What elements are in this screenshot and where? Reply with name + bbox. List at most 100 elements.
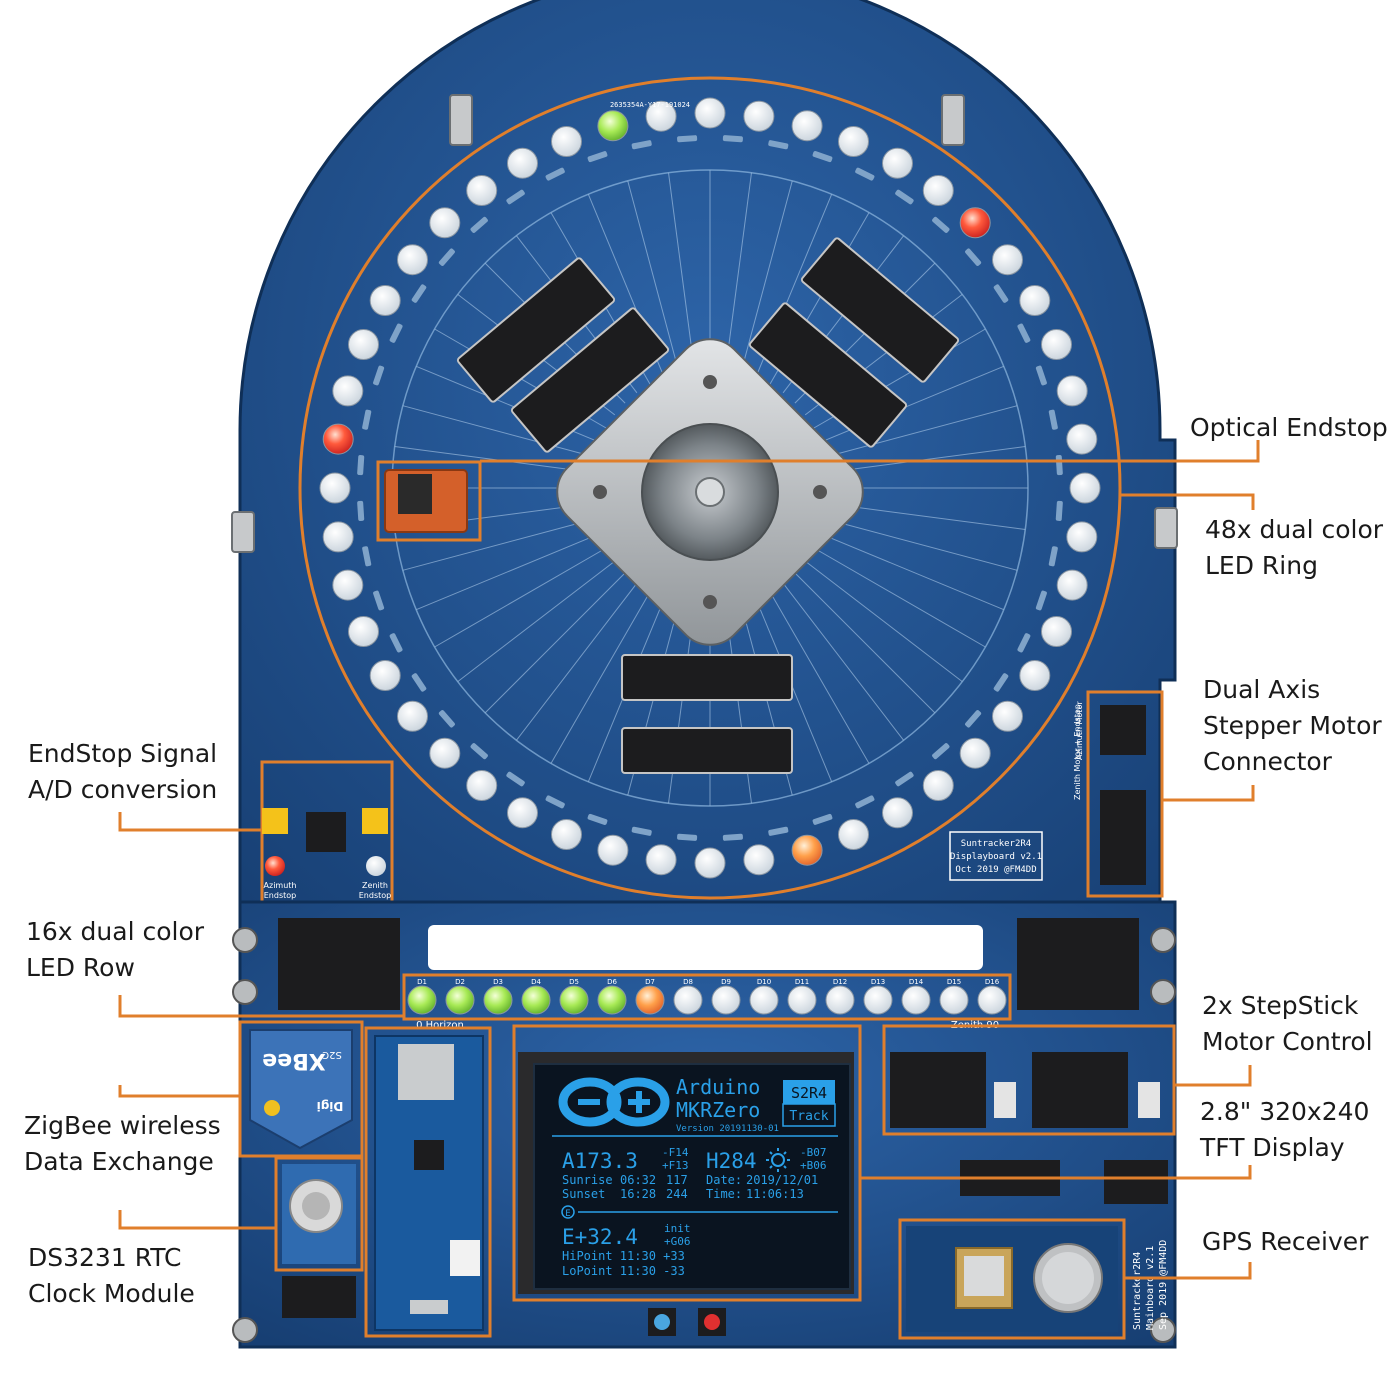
row-led bbox=[673, 985, 703, 1015]
ring-resistor bbox=[895, 771, 914, 787]
callout-stepper-line2: Stepper Motor bbox=[1203, 711, 1382, 740]
ring-resistor bbox=[1048, 546, 1058, 567]
ring-led bbox=[1069, 472, 1101, 504]
ring-resistor bbox=[993, 284, 1009, 303]
row-led bbox=[939, 985, 969, 1015]
tft-row1-time: 06:32 bbox=[620, 1173, 656, 1187]
ring-led bbox=[694, 97, 726, 129]
ring-resistor bbox=[677, 135, 698, 143]
header-connectors bbox=[278, 918, 1139, 1010]
tft-az-delta2: +F13 bbox=[662, 1159, 689, 1172]
callout-rtc: DS3231 RTC Clock Module bbox=[28, 1240, 195, 1312]
ring-led bbox=[597, 110, 629, 142]
callout-gps-line1: GPS Receiver bbox=[1202, 1227, 1369, 1256]
radial-trace bbox=[725, 172, 752, 370]
row-led bbox=[901, 985, 931, 1015]
tft-elev-marker: E bbox=[565, 1209, 570, 1219]
ring-led bbox=[348, 329, 379, 360]
row-led bbox=[787, 985, 817, 1015]
ring-led bbox=[1019, 660, 1051, 691]
ring-led bbox=[743, 844, 775, 876]
ring-resistor bbox=[631, 826, 652, 836]
callout-zigbee-line1: ZigBee wireless bbox=[24, 1111, 221, 1140]
ring-led bbox=[369, 660, 401, 691]
main-silk-3: Sep 2019 @FM4DD bbox=[1158, 1240, 1169, 1330]
sun-icon bbox=[766, 1148, 790, 1172]
tft-h-delta1: -B07 bbox=[800, 1146, 827, 1159]
callout-endstop-ad-line1: EndStop Signal bbox=[28, 739, 218, 768]
callout-zigbee: ZigBee wireless Data Exchange bbox=[24, 1108, 221, 1180]
radial-trace bbox=[516, 582, 638, 741]
ring-led bbox=[1066, 521, 1098, 553]
callout-led-ring: 48x dual color LED Ring bbox=[1205, 512, 1383, 584]
tft-row2-key: Time: bbox=[706, 1187, 742, 1201]
row-led bbox=[521, 985, 551, 1015]
tft-hipoint: HiPoint 11:30 +33 bbox=[562, 1249, 685, 1263]
row-led bbox=[559, 985, 589, 1015]
callout-stepper-line1: Dual Axis bbox=[1203, 675, 1321, 704]
led-row-highlight bbox=[402, 973, 1012, 1021]
ring-resistor bbox=[812, 813, 833, 825]
ring-resistor bbox=[895, 189, 914, 205]
main-silk-1: Suntracker2R4 bbox=[1132, 1252, 1143, 1330]
ring-led bbox=[992, 700, 1023, 732]
ring-led bbox=[507, 797, 538, 829]
ring-resistor bbox=[470, 216, 488, 233]
radial-trace bbox=[825, 405, 1018, 458]
gps-receiver bbox=[898, 1218, 1126, 1340]
silk-title-1: Suntracker2R4 bbox=[961, 839, 1031, 849]
radial-trace bbox=[402, 405, 595, 458]
ring-led bbox=[466, 175, 498, 206]
row-led bbox=[407, 985, 437, 1015]
dip-chips bbox=[456, 237, 960, 774]
ring-led bbox=[694, 847, 726, 879]
ring-resistor bbox=[768, 826, 789, 836]
radial-trace bbox=[769, 591, 870, 764]
row-led bbox=[635, 985, 665, 1015]
callout-tft: 2.8" 320x240 TFT Display bbox=[1200, 1094, 1369, 1166]
ring-led bbox=[332, 375, 364, 407]
ring-led bbox=[1041, 329, 1072, 360]
ring-resistor bbox=[362, 409, 372, 430]
callout-stepstick-line1: 2x StepStick bbox=[1202, 991, 1359, 1020]
radial-trace bbox=[550, 591, 651, 764]
ring-resistor bbox=[768, 140, 789, 150]
stepper-motor bbox=[556, 338, 864, 646]
radial-trace bbox=[668, 172, 695, 370]
ring-led bbox=[466, 770, 498, 801]
tft-screen: Arduino MKRZero S2R4 Track Version 20191… bbox=[552, 1075, 838, 1278]
ring-resistor bbox=[965, 710, 982, 728]
callout-rtc-line2: Clock Module bbox=[28, 1279, 195, 1308]
ring-resistor bbox=[1035, 365, 1047, 386]
row-led-label: D8 bbox=[683, 978, 693, 986]
ring-resistor bbox=[722, 135, 743, 143]
radial-trace bbox=[804, 560, 963, 682]
row-led-label: D12 bbox=[833, 978, 847, 986]
ring-led bbox=[348, 616, 379, 647]
row-led-label: D13 bbox=[871, 978, 885, 986]
radial-trace bbox=[828, 446, 1026, 473]
ring-led bbox=[397, 700, 428, 732]
ring-led bbox=[922, 770, 954, 801]
callout-optical-endstop-line1: Optical Endstop bbox=[1190, 413, 1388, 442]
tft-row1-val: 117 bbox=[666, 1173, 688, 1187]
tft-row2-label: Sunset bbox=[562, 1187, 605, 1201]
ring-resistor bbox=[993, 673, 1009, 692]
tft-h-delta2: +B06 bbox=[800, 1159, 827, 1172]
ring-led bbox=[645, 100, 677, 132]
radial-trace bbox=[755, 598, 833, 782]
ring-led bbox=[369, 285, 401, 316]
tft-badge-sub: Track bbox=[789, 1109, 828, 1124]
ring-led bbox=[882, 797, 913, 829]
tft-brand1: Arduino bbox=[676, 1075, 760, 1099]
ring-resistor bbox=[932, 743, 950, 760]
ring-resistor bbox=[1017, 633, 1031, 653]
board-code: 2635354A-Y17-191024 bbox=[610, 101, 690, 109]
row-led-label: D3 bbox=[493, 978, 503, 986]
ring-led bbox=[507, 147, 538, 179]
stepper-connector: Zenith Motor + Endstop Azimuth Motor bbox=[1073, 690, 1164, 898]
callout-tft-line2: TFT Display bbox=[1200, 1133, 1345, 1162]
ring-resistor bbox=[812, 151, 833, 163]
ring-led bbox=[1056, 375, 1088, 407]
